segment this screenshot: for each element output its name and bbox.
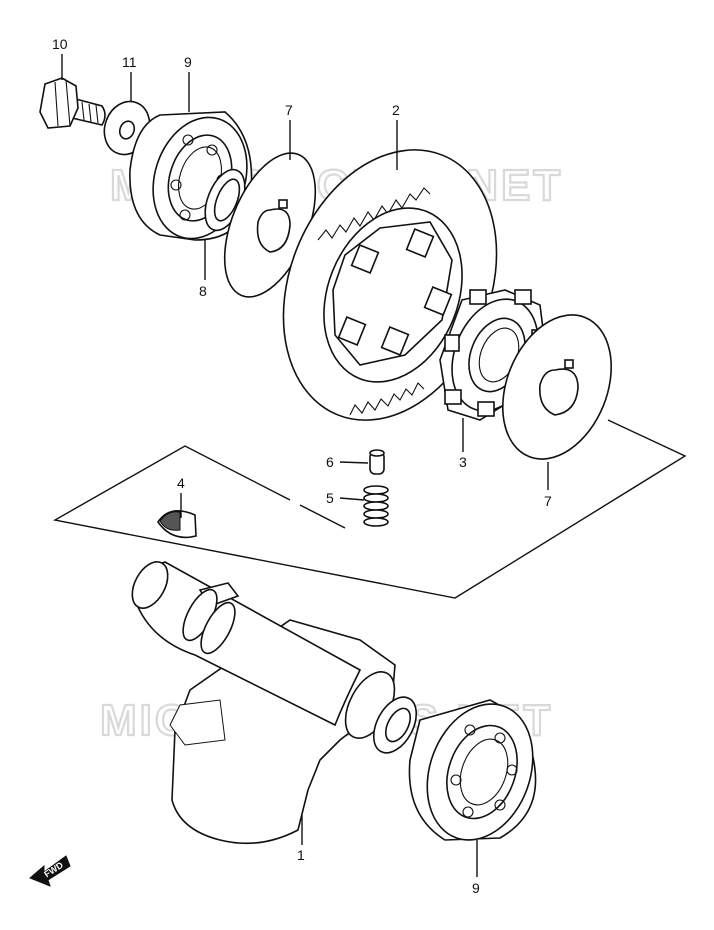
callout-3: 3 <box>459 454 467 470</box>
callout-8: 8 <box>199 283 207 299</box>
callout-9-lower: 9 <box>472 880 480 896</box>
callout-7-lower: 7 <box>544 493 552 509</box>
callout-10: 10 <box>52 36 68 52</box>
reference-plane <box>53 419 687 599</box>
callout-7-upper: 7 <box>285 102 293 118</box>
callout-2: 2 <box>392 102 400 118</box>
part-4-woodruff-key <box>157 510 197 539</box>
callout-11: 11 <box>122 54 137 70</box>
part-1-shaft <box>131 561 418 845</box>
part-9-bearing-lower <box>408 699 537 841</box>
callout-6: 6 <box>326 454 334 470</box>
callout-4: 4 <box>177 475 185 491</box>
callout-5: 5 <box>326 490 334 506</box>
fwd-arrow-icon: FWD <box>29 855 71 887</box>
callout-1: 1 <box>297 847 305 863</box>
callouts: 10 11 9 7 2 8 6 3 4 5 7 1 9 <box>52 36 552 896</box>
part-5-spring <box>363 485 389 527</box>
leader-lines <box>61 54 549 877</box>
callout-9-upper: 9 <box>184 54 192 70</box>
part-7-washer-lower <box>501 314 613 460</box>
part-6-pin <box>369 449 385 475</box>
part-10-bolt <box>39 77 106 129</box>
